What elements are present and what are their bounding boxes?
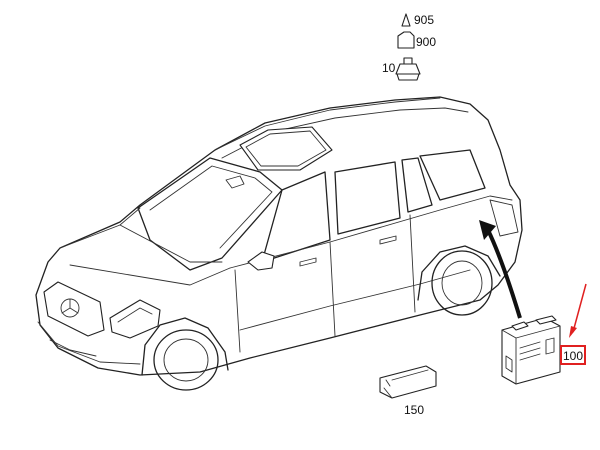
- label-10: 10: [382, 61, 396, 75]
- part-905-icon: [401, 13, 411, 27]
- part-150-icon: [379, 365, 437, 399]
- label-900: 900: [416, 35, 436, 49]
- part-10-icon: [395, 57, 421, 81]
- vehicle-outline: [35, 96, 523, 391]
- label-905: 905: [414, 13, 434, 27]
- install-location-arrow: [479, 220, 522, 319]
- fastener-stack: [395, 13, 421, 81]
- part-900-icon: [397, 31, 415, 49]
- part-100-icon: [501, 315, 561, 385]
- label-150: 150: [404, 403, 424, 417]
- highlight-box: [560, 345, 586, 365]
- highlight-marker: [560, 283, 587, 365]
- label-100: 100: [563, 349, 583, 363]
